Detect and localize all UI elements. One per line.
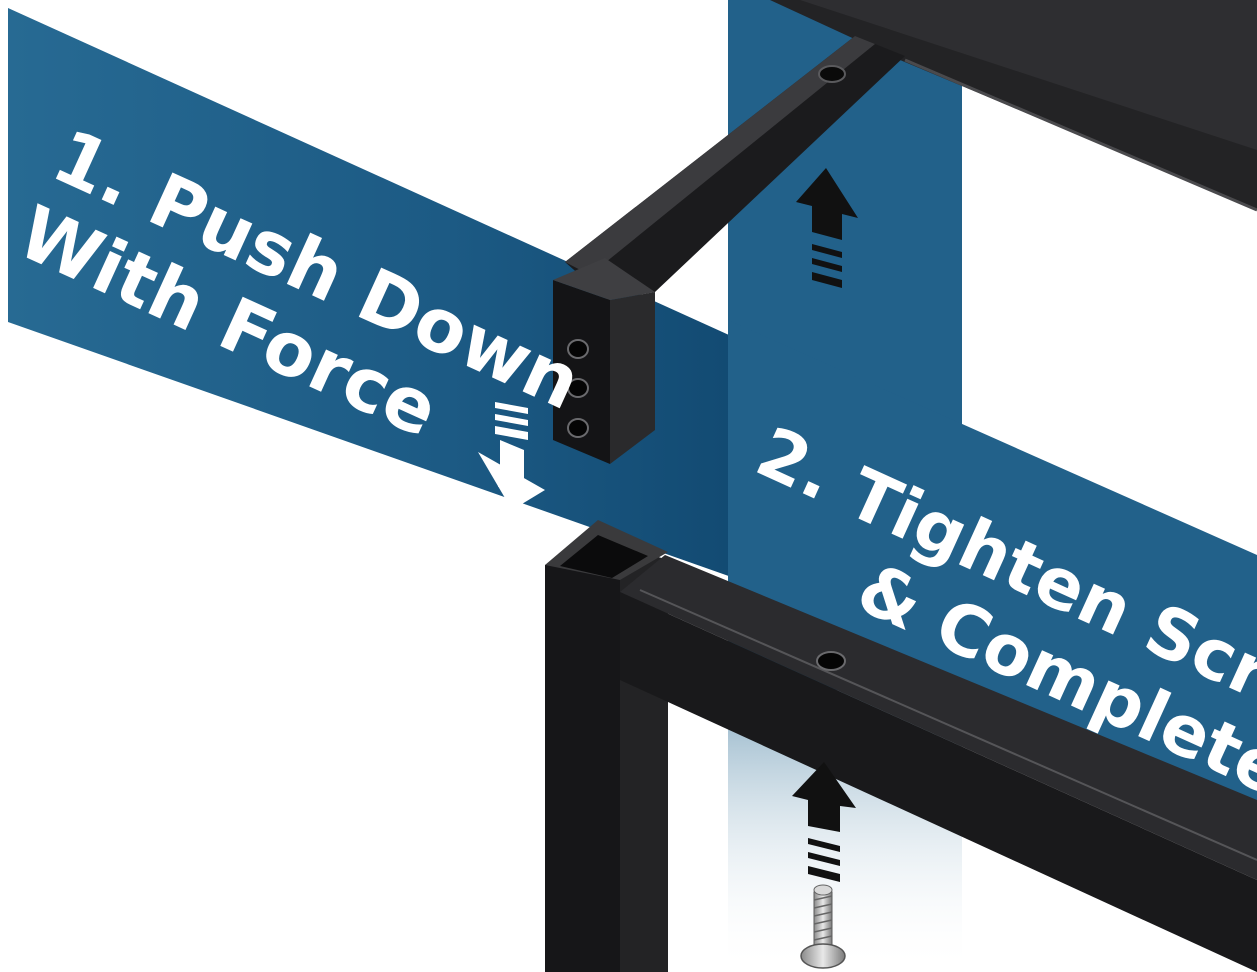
diagram-canvas: 1. Push Down With Force 2. Tighten Screw… [0,0,1257,972]
assembly-diagram: 1. Push Down With Force 2. Tighten Screw… [0,0,1257,972]
